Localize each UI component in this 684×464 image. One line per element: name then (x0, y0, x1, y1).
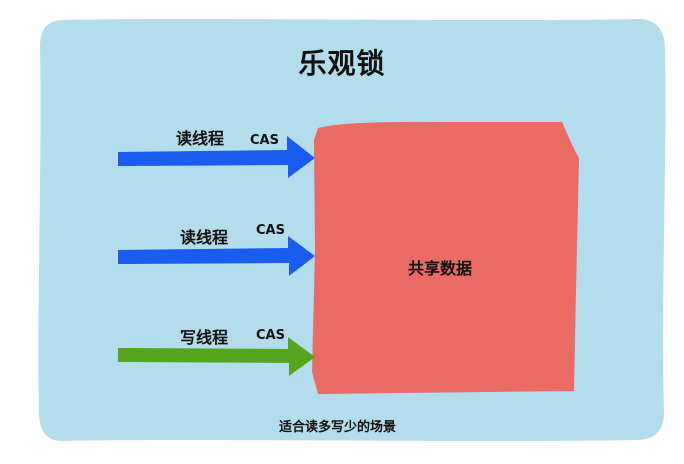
cas-label-2: CAS (256, 223, 285, 238)
cas-label-1: CAS (250, 133, 279, 148)
read-thread-arrow-2 (118, 236, 315, 276)
thread-label-1: 读线程 (176, 129, 225, 148)
diagram-title: 乐观锁 (298, 47, 386, 80)
shared-data-box (312, 121, 579, 394)
read-thread-arrow-1 (118, 136, 315, 178)
thread-label-3: 写线程 (180, 328, 229, 347)
cas-label-3: CAS (256, 328, 285, 343)
footer-note: 适合读多写少的场景 (279, 420, 397, 435)
write-thread-arrow (118, 337, 315, 376)
thread-label-2: 读线程 (180, 228, 229, 247)
shared-data-label: 共享数据 (408, 259, 473, 278)
